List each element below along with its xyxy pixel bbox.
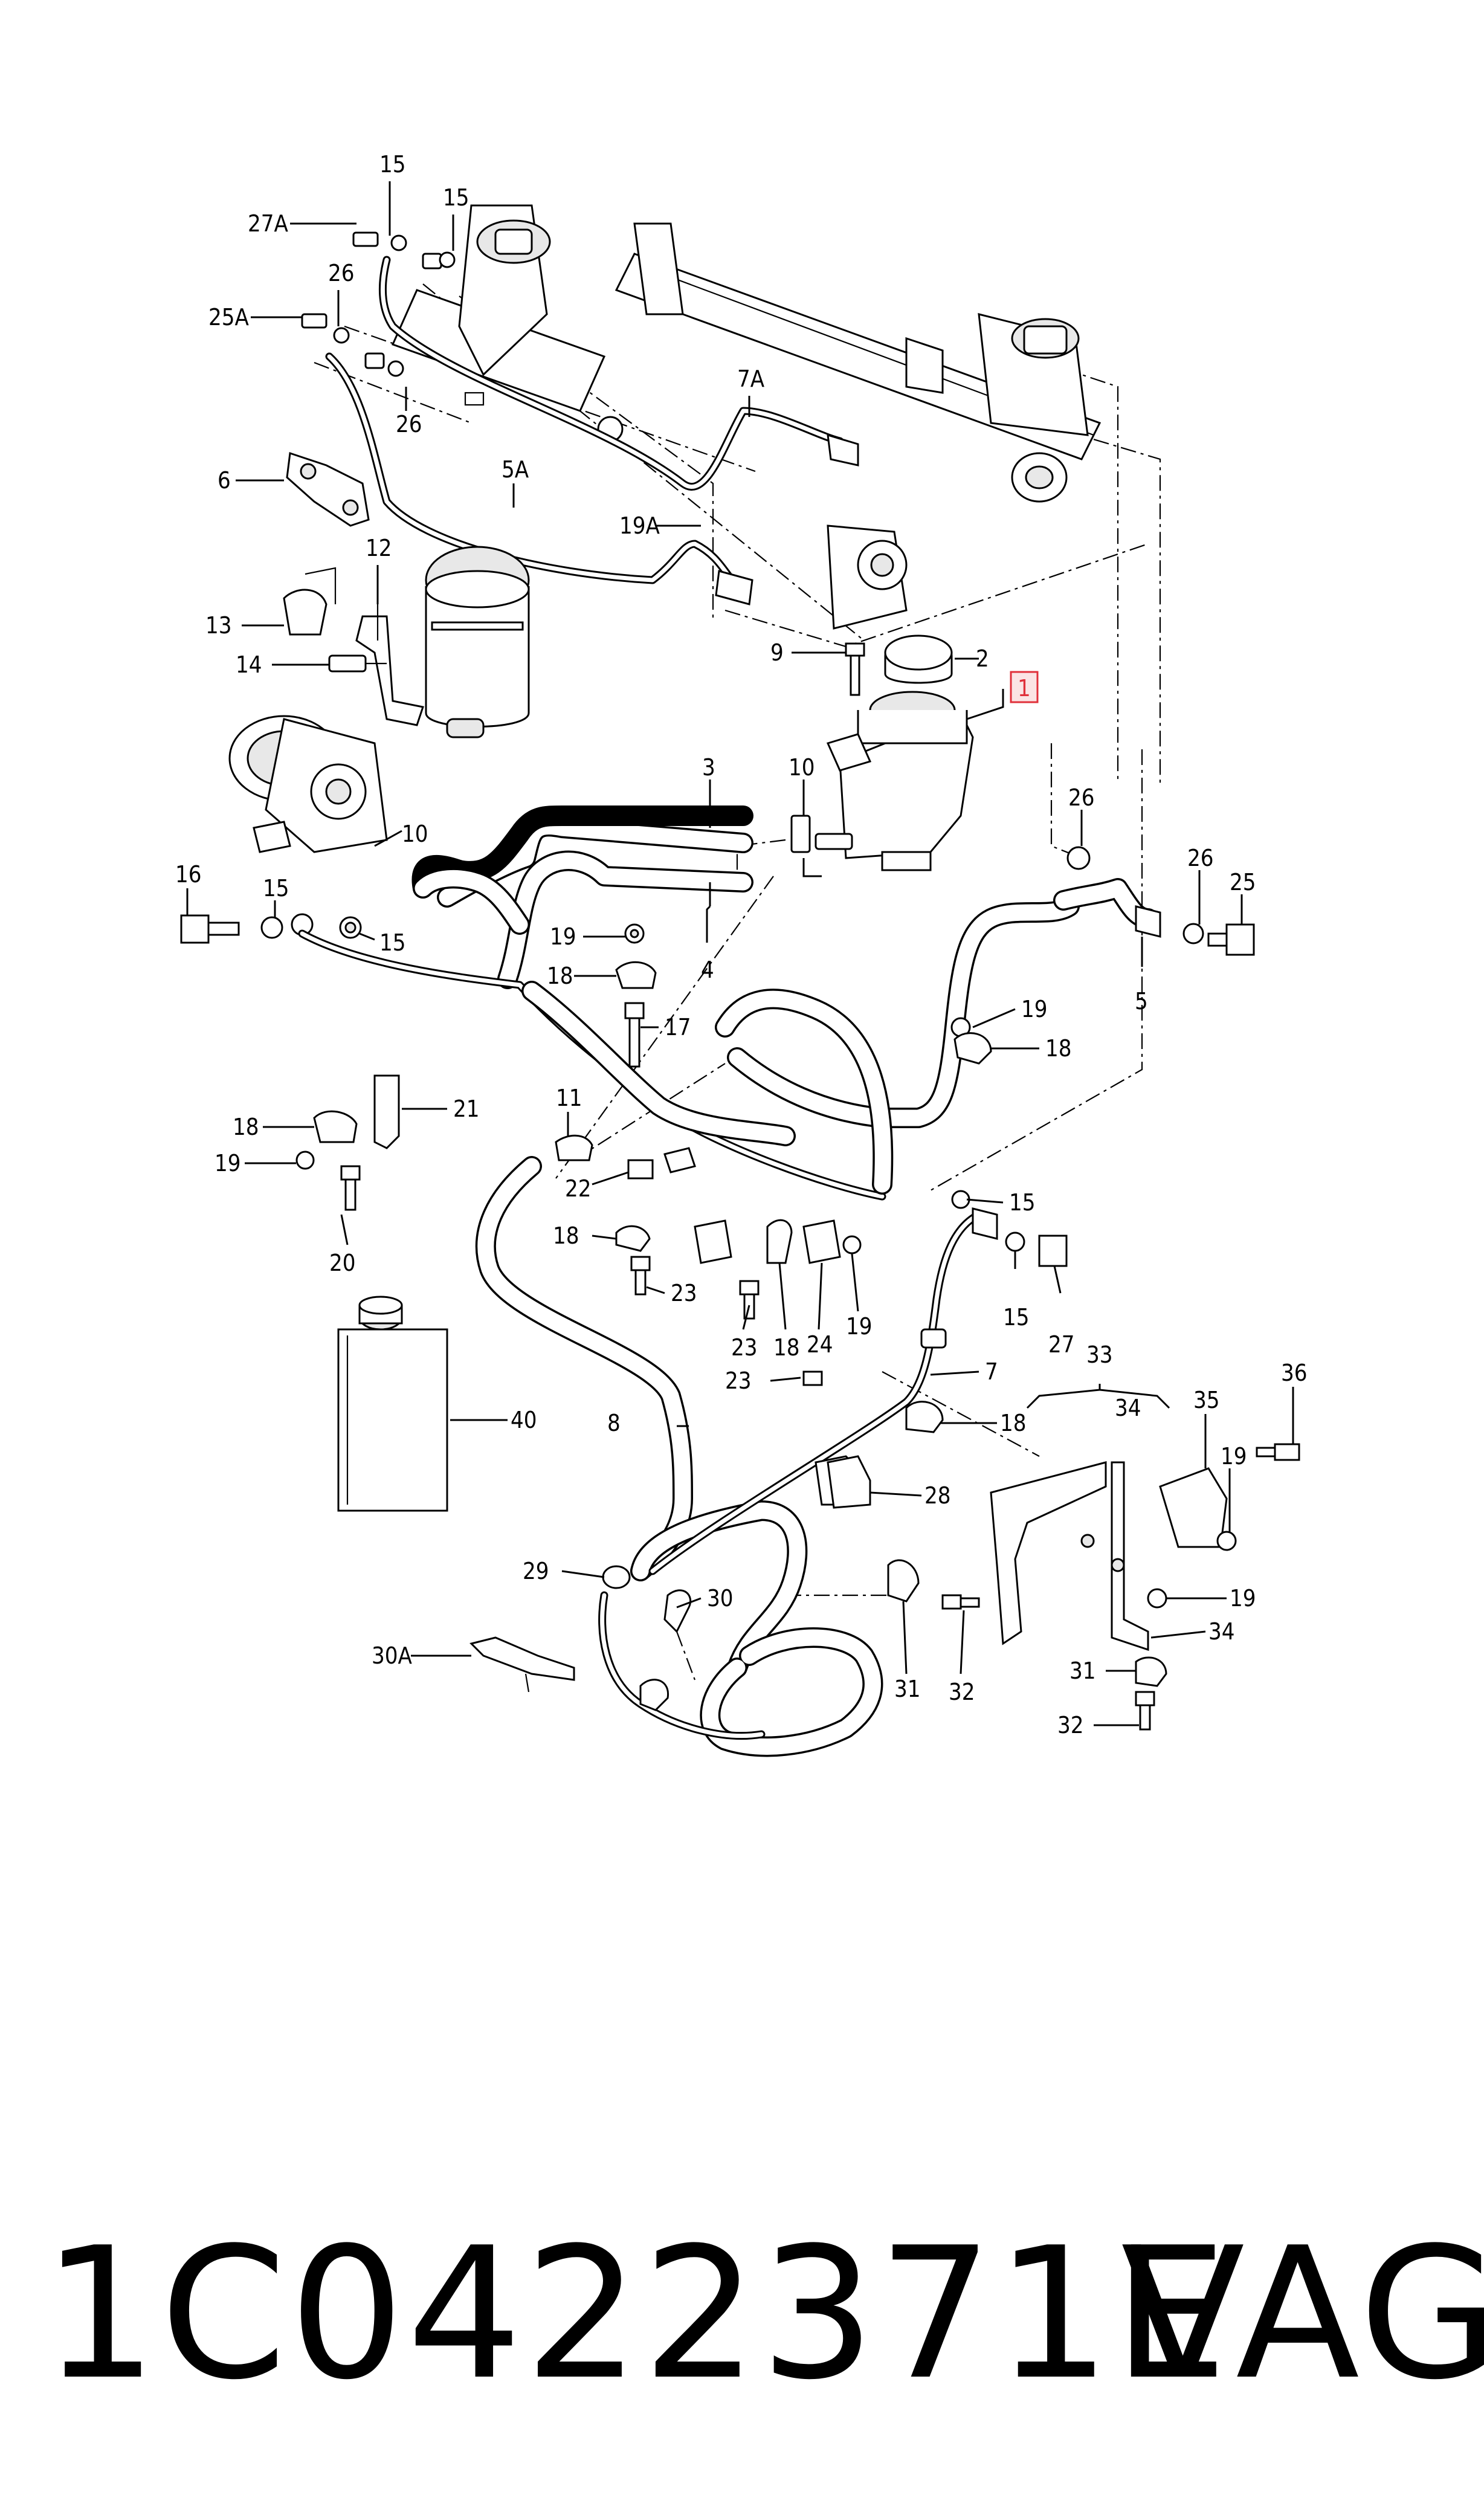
callout-23: 23	[725, 1367, 752, 1394]
callout-15: 15	[379, 929, 406, 956]
reservoir-old-style	[425, 546, 530, 738]
callout-25: 25	[1230, 869, 1256, 896]
callout-15: 15	[443, 184, 469, 211]
callout-23: 23	[671, 1280, 697, 1306]
callout-30: 30	[707, 1585, 734, 1612]
callout-7: 7	[985, 1358, 998, 1385]
callout-26: 26	[1068, 784, 1095, 811]
callout-19A: 19A	[619, 512, 660, 539]
callout-34: 34	[1115, 1395, 1141, 1421]
mounting-brackets	[990, 1443, 1300, 1731]
fasteners-center-lower	[615, 1147, 944, 1506]
highlight-box-part-1	[1010, 671, 1039, 703]
callout-15: 15	[379, 151, 406, 178]
callout-15: 15	[1009, 1189, 1036, 1216]
callout-24: 24	[807, 1331, 833, 1358]
callout-18: 18	[1045, 1035, 1072, 1062]
callout-22: 22	[565, 1175, 592, 1202]
callout-14: 14	[236, 651, 262, 678]
callout-10: 10	[789, 754, 815, 781]
callout-19: 19	[215, 1150, 241, 1177]
callout-18: 18	[1000, 1410, 1027, 1436]
callout-28: 28	[924, 1482, 951, 1509]
callout-27: 27	[1048, 1331, 1075, 1358]
cooler-loop	[598, 1565, 883, 1757]
callout-30A: 30A	[372, 1642, 412, 1669]
callout-31: 31	[894, 1676, 921, 1702]
callout-23: 23	[731, 1334, 758, 1361]
callout-36: 36	[1281, 1360, 1308, 1386]
hoses-3-4	[411, 805, 753, 989]
callout-21: 21	[453, 1096, 480, 1122]
callout-16: 16	[175, 861, 202, 888]
brand-label: VAG	[1121, 2209, 1484, 2420]
callout-labels: 15 15 27A 26 25A 26 7A 5A 6 19A 12 13 14…	[175, 151, 1308, 1738]
callout-9: 9	[770, 639, 784, 666]
callout-26: 26	[396, 411, 422, 437]
callout-2: 2	[976, 645, 989, 672]
callout-19: 19	[550, 923, 576, 950]
callout-34: 34	[1208, 1618, 1235, 1645]
callout-20: 20	[329, 1250, 356, 1276]
callout-10: 10	[402, 821, 428, 847]
power-steering-pump	[228, 715, 388, 853]
callout-1: 1	[1018, 675, 1031, 702]
pressure-pipe-7	[648, 1190, 1068, 1575]
callout-19: 19	[846, 1313, 873, 1340]
steering-rack	[391, 204, 1102, 630]
callout-18: 18	[547, 963, 573, 989]
callout-7A: 7A	[737, 366, 765, 392]
return-pipe-5	[727, 846, 1255, 1128]
callout-19: 19	[1221, 1443, 1247, 1470]
reservoir-cap-fasteners	[790, 634, 953, 853]
callout-4: 4	[701, 957, 714, 983]
callout-15: 15	[263, 875, 289, 902]
callout-3: 3	[702, 754, 715, 781]
fasteners-upper-left	[286, 231, 456, 527]
pressure-pipes-upper	[325, 253, 859, 605]
reservoir-part-1	[815, 691, 974, 871]
bracket-assembly-12	[283, 567, 424, 726]
clip-30A	[469, 1636, 575, 1693]
callout-27A: 27A	[248, 210, 288, 237]
hose-8-return	[475, 1134, 808, 1678]
fasteners-pump	[180, 913, 362, 944]
leader-lines	[186, 181, 1294, 1726]
bracket-assembly-21	[295, 1074, 400, 1211]
callout-5: 5	[1135, 988, 1148, 1015]
callout-29: 29	[523, 1558, 549, 1584]
callout-13: 13	[205, 612, 232, 639]
part-number-label: 1C0422371E	[42, 2209, 1230, 2420]
callout-32: 32	[1057, 1712, 1084, 1738]
callout-11: 11	[556, 1085, 582, 1111]
callout-26: 26	[328, 260, 355, 286]
callout-32: 32	[949, 1679, 975, 1705]
callout-26: 26	[1187, 845, 1214, 871]
callout-12: 12	[366, 535, 392, 561]
callout-18: 18	[773, 1334, 800, 1361]
callout-25A: 25A	[208, 304, 249, 331]
callout-5A: 5A	[502, 456, 529, 483]
callout-17: 17	[665, 1014, 691, 1041]
callout-19: 19	[1230, 1585, 1256, 1612]
pressure-pipe-from-pump	[298, 929, 894, 1201]
fasteners-lower-right	[827, 1455, 980, 1610]
callout-31: 31	[1069, 1658, 1096, 1684]
fasteners-center	[615, 923, 657, 1068]
callout-15: 15	[1003, 1304, 1030, 1331]
callout-18: 18	[233, 1114, 259, 1140]
callout-19: 19	[1021, 996, 1048, 1022]
callout-18: 18	[553, 1222, 579, 1249]
callout-40: 40	[511, 1407, 537, 1433]
callout-33: 33	[1086, 1341, 1113, 1368]
fluid-bottle-40	[337, 1296, 448, 1512]
callout-6: 6	[218, 467, 231, 494]
callout-35: 35	[1193, 1387, 1220, 1413]
callout-8: 8	[607, 1410, 621, 1436]
